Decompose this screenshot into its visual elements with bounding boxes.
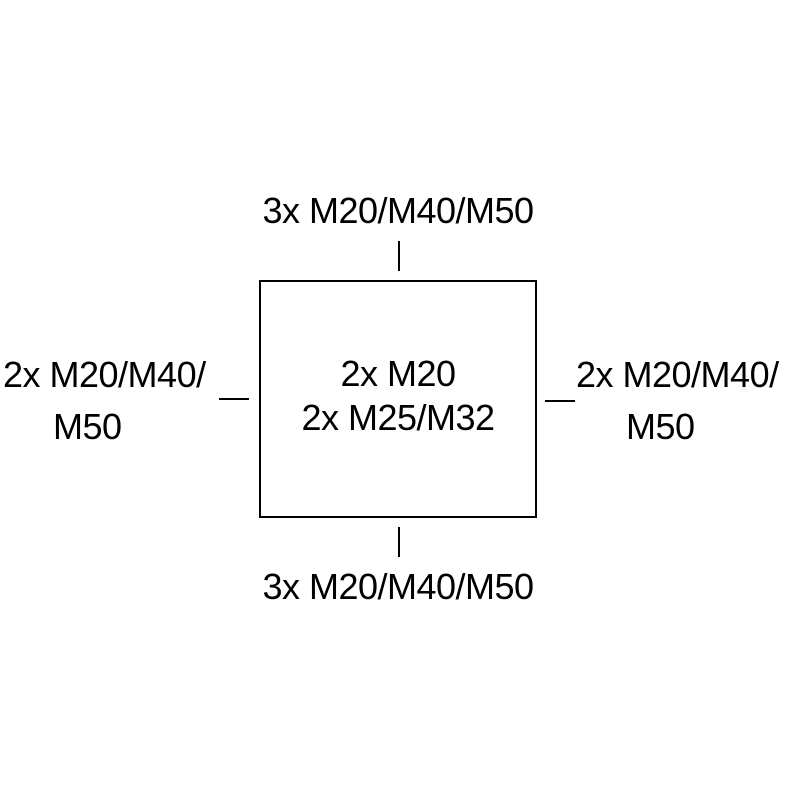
bottom-entry-label: 3x M20/M40/M50 <box>262 566 534 607</box>
enclosure-box <box>259 280 537 518</box>
right-label-line1: 2x M20/M40/ <box>576 354 779 395</box>
center-label-line1: 2x M20 <box>340 353 456 394</box>
right-entry-label: 2x M20/M40/ M50 <box>576 349 779 453</box>
top-entry-label: 3x M20/M40/M50 <box>262 190 534 231</box>
right-label-line2: M50 <box>626 406 695 447</box>
center-label-line2: 2x M25/M32 <box>301 397 495 438</box>
right-leader-line <box>545 400 575 402</box>
center-label: 2x M20 2x M25/M32 <box>259 352 537 440</box>
bottom-leader-line <box>398 527 400 557</box>
left-label-line2: M50 <box>53 406 122 447</box>
top-leader-line <box>398 241 400 271</box>
left-label-line1: 2x M20/M40/ <box>3 354 206 395</box>
left-leader-line <box>219 398 249 400</box>
left-entry-label: 2x M20/M40/ M50 <box>3 349 206 453</box>
